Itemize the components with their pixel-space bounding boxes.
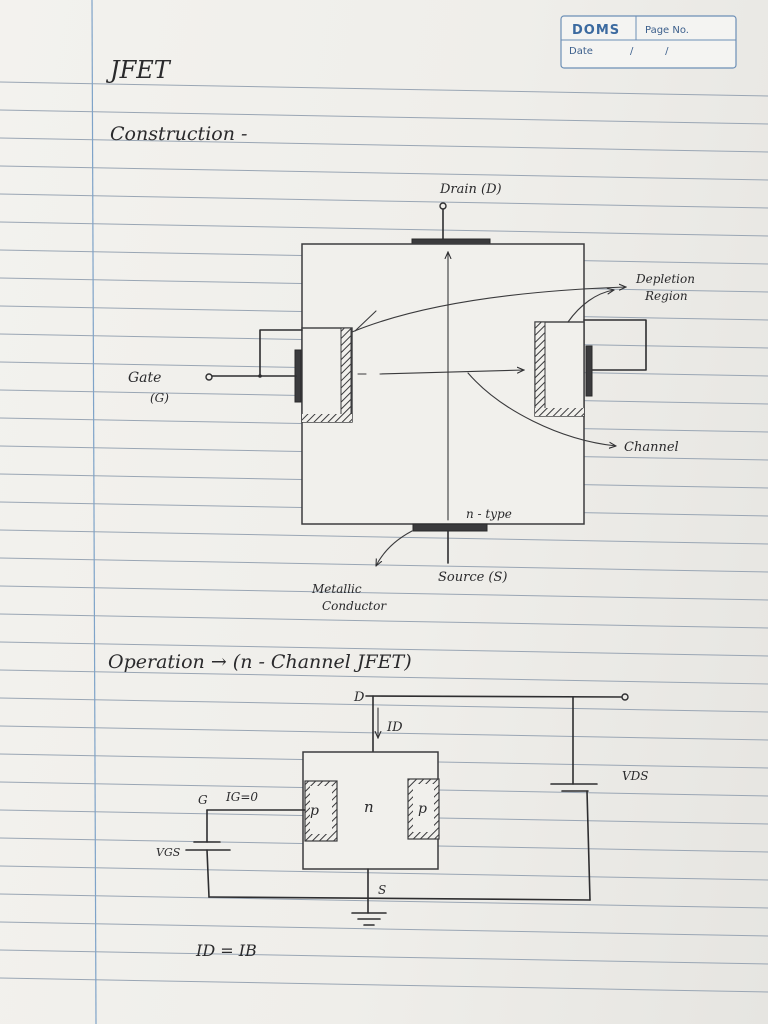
depletion-label-line2: Region — [644, 289, 688, 303]
gate-terminal — [205, 373, 213, 381]
ruled-line — [0, 557, 768, 573]
construction-heading: Construction - — [110, 123, 247, 145]
ruled-line — [0, 669, 768, 685]
ruled-line — [0, 865, 768, 881]
channel-label: Channel — [624, 440, 679, 455]
operation-heading: Operation → (n - Channel JFET) — [108, 651, 412, 673]
margin-line — [91, 0, 97, 1024]
date-field: / / — [630, 46, 669, 57]
n-label: n — [364, 798, 374, 816]
current-equation: ID = IB — [195, 941, 257, 960]
ground-icon — [351, 912, 387, 926]
date-label: Date — [569, 46, 593, 57]
depletion-left — [340, 327, 352, 423]
ruled-line — [0, 697, 768, 713]
ruled-line — [0, 529, 768, 545]
gate-label-symbol: (G) — [150, 391, 169, 405]
drain-label: Drain (D) — [439, 182, 502, 197]
ruled-line — [0, 893, 768, 909]
drain-terminal — [439, 202, 447, 210]
ruled-line — [0, 613, 768, 629]
ruled-line — [0, 921, 768, 937]
op-drain-label: D — [353, 690, 365, 705]
id-label: ID — [386, 720, 403, 735]
ruled-line — [0, 585, 768, 601]
source-contact — [412, 523, 488, 532]
op-source-label: S — [378, 883, 386, 897]
operation-circuit: D ID VDS p n p G IG=0 VGS S — [156, 690, 649, 960]
ruled-line — [0, 725, 768, 741]
vds-label: VDS — [622, 769, 649, 783]
metallic-label-line2: Conductor — [322, 599, 387, 613]
ig-label: IG=0 — [225, 790, 258, 804]
ruled-line — [0, 221, 768, 237]
p-left-label: p — [310, 803, 319, 819]
ruled-line — [0, 977, 768, 993]
ruled-line — [0, 137, 768, 153]
p-right-label: p — [418, 801, 427, 817]
page-title: JFET — [105, 56, 172, 84]
vgs-label: VGS — [156, 846, 181, 859]
n-type-label: n - type — [466, 507, 512, 521]
ruled-line — [0, 193, 768, 209]
ruled-line — [0, 109, 768, 125]
construction-diagram: Drain (D) Gate (G) Depletion Region — [128, 182, 695, 613]
ruled-line — [0, 949, 768, 965]
page-header-box: DOMS Page No. Date / / — [560, 15, 737, 69]
ruled-line — [0, 641, 768, 657]
depletion-label: Depletion — [635, 272, 695, 286]
ruled-line — [0, 81, 768, 97]
depletion-right — [534, 321, 546, 417]
source-label: Source (S) — [438, 570, 507, 585]
page-no-label: Page No. — [645, 25, 689, 36]
gate-label: Gate — [128, 370, 161, 386]
ruled-line — [0, 165, 768, 181]
gate-contact-right — [585, 345, 593, 397]
brand-logo: DOMS — [572, 23, 620, 38]
metallic-label: Metallic — [311, 582, 362, 596]
op-gate-label: G — [198, 793, 208, 807]
